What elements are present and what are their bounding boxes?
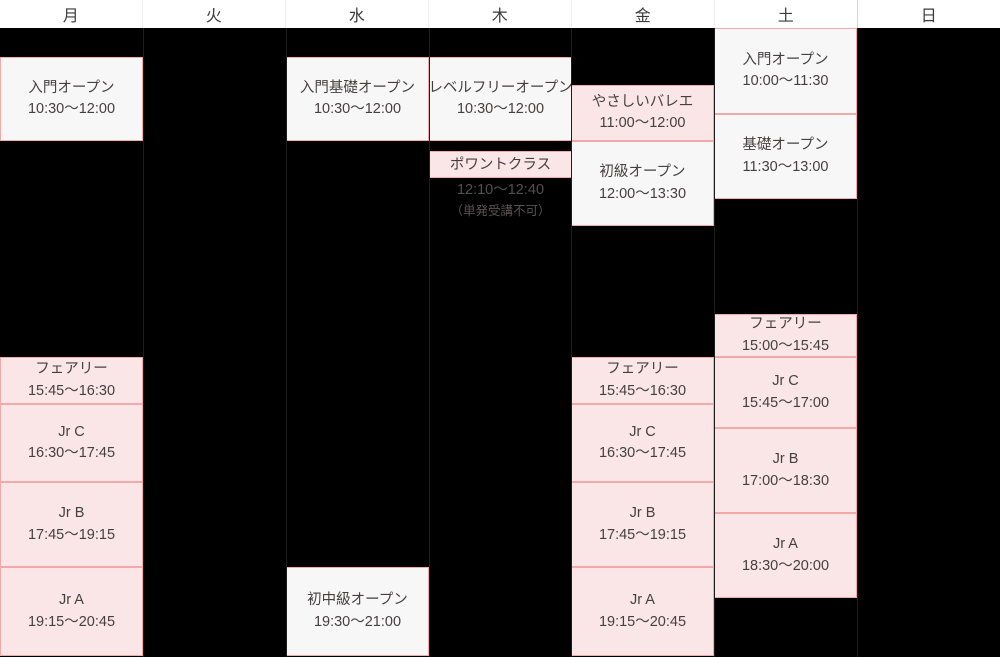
lesson-block[interactable]: 初中級オープン 19:30〜21:00: [286, 567, 429, 656]
lesson-time: 12:10〜12:40: [456, 182, 545, 198]
day-header-friday[interactable]: 金: [572, 0, 715, 28]
day-header-tuesday[interactable]: 火: [143, 0, 286, 28]
day-column-1: 入門オープン 10:30〜12:00 フェアリー 15:45〜16:30 Jr C 16:…: [0, 28, 143, 657]
day-column-4: レベルフリーオープン 10:30〜12:00 ポワントクラス 12:10〜12:40 （…: [429, 28, 572, 657]
lesson-title: ポワントクラス: [429, 151, 572, 178]
lesson-block[interactable]: 基礎オープン 11:30〜13:00: [714, 114, 857, 199]
lesson-block[interactable]: Jr C 16:30〜17:45: [571, 404, 714, 482]
day-header-wednesday[interactable]: 水: [286, 0, 429, 28]
lesson-block[interactable]: Jr B 17:45〜19:15: [0, 482, 143, 567]
lesson-title: フェアリー: [35, 361, 108, 378]
lesson-block[interactable]: 入門オープン 10:00〜11:30: [714, 28, 857, 114]
lesson-title: 入門オープン: [28, 79, 115, 96]
lesson-title: 入門基礎オープン: [299, 79, 416, 96]
lesson-block[interactable]: Jr C 16:30〜17:45: [0, 404, 143, 482]
column-separator: [286, 28, 287, 657]
lesson-title: 基礎オープン: [742, 137, 829, 154]
column-separator: [143, 28, 144, 657]
lesson-time: 17:45〜19:15: [598, 526, 687, 543]
lesson-block[interactable]: やさしいバレエ 11:00〜12:00: [571, 85, 714, 141]
lesson-title: 初中級オープン: [307, 592, 408, 609]
column-separator: [429, 28, 430, 657]
lesson-time: 10:30〜12:00: [313, 101, 402, 117]
lesson-block[interactable]: Jr A 19:15〜20:45: [0, 567, 143, 656]
lesson-block[interactable]: フェアリー 15:45〜16:30: [0, 357, 143, 404]
lesson-title: やさしいバレエ: [591, 93, 694, 110]
lesson-time: 11:00〜12:00: [599, 115, 686, 131]
lesson-time: 17:45〜19:15: [27, 526, 116, 543]
lesson-time: 15:45〜16:30: [598, 382, 687, 399]
lesson-title: Jr B: [58, 505, 85, 522]
lesson-block[interactable]: レベルフリーオープン 10:30〜12:00: [429, 57, 572, 141]
lesson-title: Jr C: [629, 423, 656, 440]
lesson-title: Jr B: [772, 451, 799, 468]
lesson-title: レベルフリーオープン: [429, 79, 572, 96]
column-separator: [714, 28, 715, 657]
lesson-title: 初級オープン: [599, 164, 686, 181]
schedule-header-row: 月火水木金土日: [0, 0, 1000, 28]
lesson-block[interactable]: Jr C 15:45〜17:00: [714, 357, 857, 428]
lesson-time: 16:30〜17:45: [27, 445, 116, 461]
lesson-time: 15:45〜17:00: [741, 394, 830, 411]
lesson-title: フェアリー: [606, 361, 679, 378]
lesson-block[interactable]: フェアリー 15:45〜16:30: [571, 357, 714, 404]
lesson-time: 10:30〜12:00: [456, 101, 545, 117]
day-column-5: やさしいバレエ 11:00〜12:00 初級オープン 12:00〜13:30 フェアリー…: [571, 28, 714, 657]
column-separator: [857, 28, 858, 657]
lesson-time: 15:00〜15:45: [741, 337, 830, 354]
lesson-title: Jr C: [58, 423, 85, 440]
day-column-2: [143, 28, 286, 657]
lesson-block[interactable]: フェアリー 15:00〜15:45: [714, 314, 857, 357]
lesson-title: 入門オープン: [742, 51, 829, 68]
lesson-title: Jr B: [629, 505, 656, 522]
lesson-time: 10:00〜11:30: [742, 73, 829, 89]
lesson-time: 17:00〜18:30: [741, 472, 830, 489]
lesson-title: Jr A: [630, 592, 655, 609]
lesson-title: フェアリー: [749, 316, 822, 333]
lesson-time: 16:30〜17:45: [598, 445, 687, 461]
day-column-7: [857, 28, 1000, 657]
lesson-time: 12:00〜13:30: [598, 185, 687, 202]
lesson-block[interactable]: Jr B 17:45〜19:15: [571, 482, 714, 567]
lesson-time: 18:30〜20:00: [741, 557, 830, 574]
day-column-6: 入門オープン 10:00〜11:30 基礎オープン 11:30〜13:00 フェアリー 1…: [714, 28, 857, 657]
lesson-block[interactable]: 入門オープン 10:30〜12:00: [0, 57, 143, 141]
column-separator: [571, 28, 572, 657]
lesson-block[interactable]: Jr A 19:15〜20:45: [571, 567, 714, 656]
lesson-time: 19:15〜20:45: [598, 613, 687, 630]
lesson-note: （単発受講不可）: [450, 203, 551, 218]
day-header-sunday[interactable]: 日: [858, 0, 1000, 28]
lesson-time: 11:30〜13:00: [742, 158, 829, 175]
lesson-time: 19:15〜20:45: [27, 613, 116, 630]
lesson-time: 10:30〜12:00: [27, 101, 116, 117]
day-column-3: 入門基礎オープン 10:30〜12:00 初中級オープン 19:30〜21:00: [286, 28, 429, 657]
lesson-title: Jr A: [773, 536, 798, 553]
lesson-block-pointe[interactable]: ポワントクラス 12:10〜12:40 （単発受講不可）: [429, 151, 572, 221]
lesson-block[interactable]: Jr A 18:30〜20:00: [714, 513, 857, 598]
lesson-block[interactable]: Jr B 17:00〜18:30: [714, 428, 857, 513]
lesson-time: 15:45〜16:30: [27, 382, 116, 399]
day-header-saturday[interactable]: 土: [715, 0, 858, 28]
lesson-title: Jr A: [59, 592, 84, 609]
lesson-block[interactable]: 初級オープン 12:00〜13:30: [571, 141, 714, 226]
lesson-time: 19:30〜21:00: [313, 613, 402, 630]
lesson-block[interactable]: 入門基礎オープン 10:30〜12:00: [286, 57, 429, 141]
day-header-thursday[interactable]: 木: [429, 0, 572, 28]
day-header-monday[interactable]: 月: [0, 0, 143, 28]
lesson-title: Jr C: [772, 373, 799, 390]
